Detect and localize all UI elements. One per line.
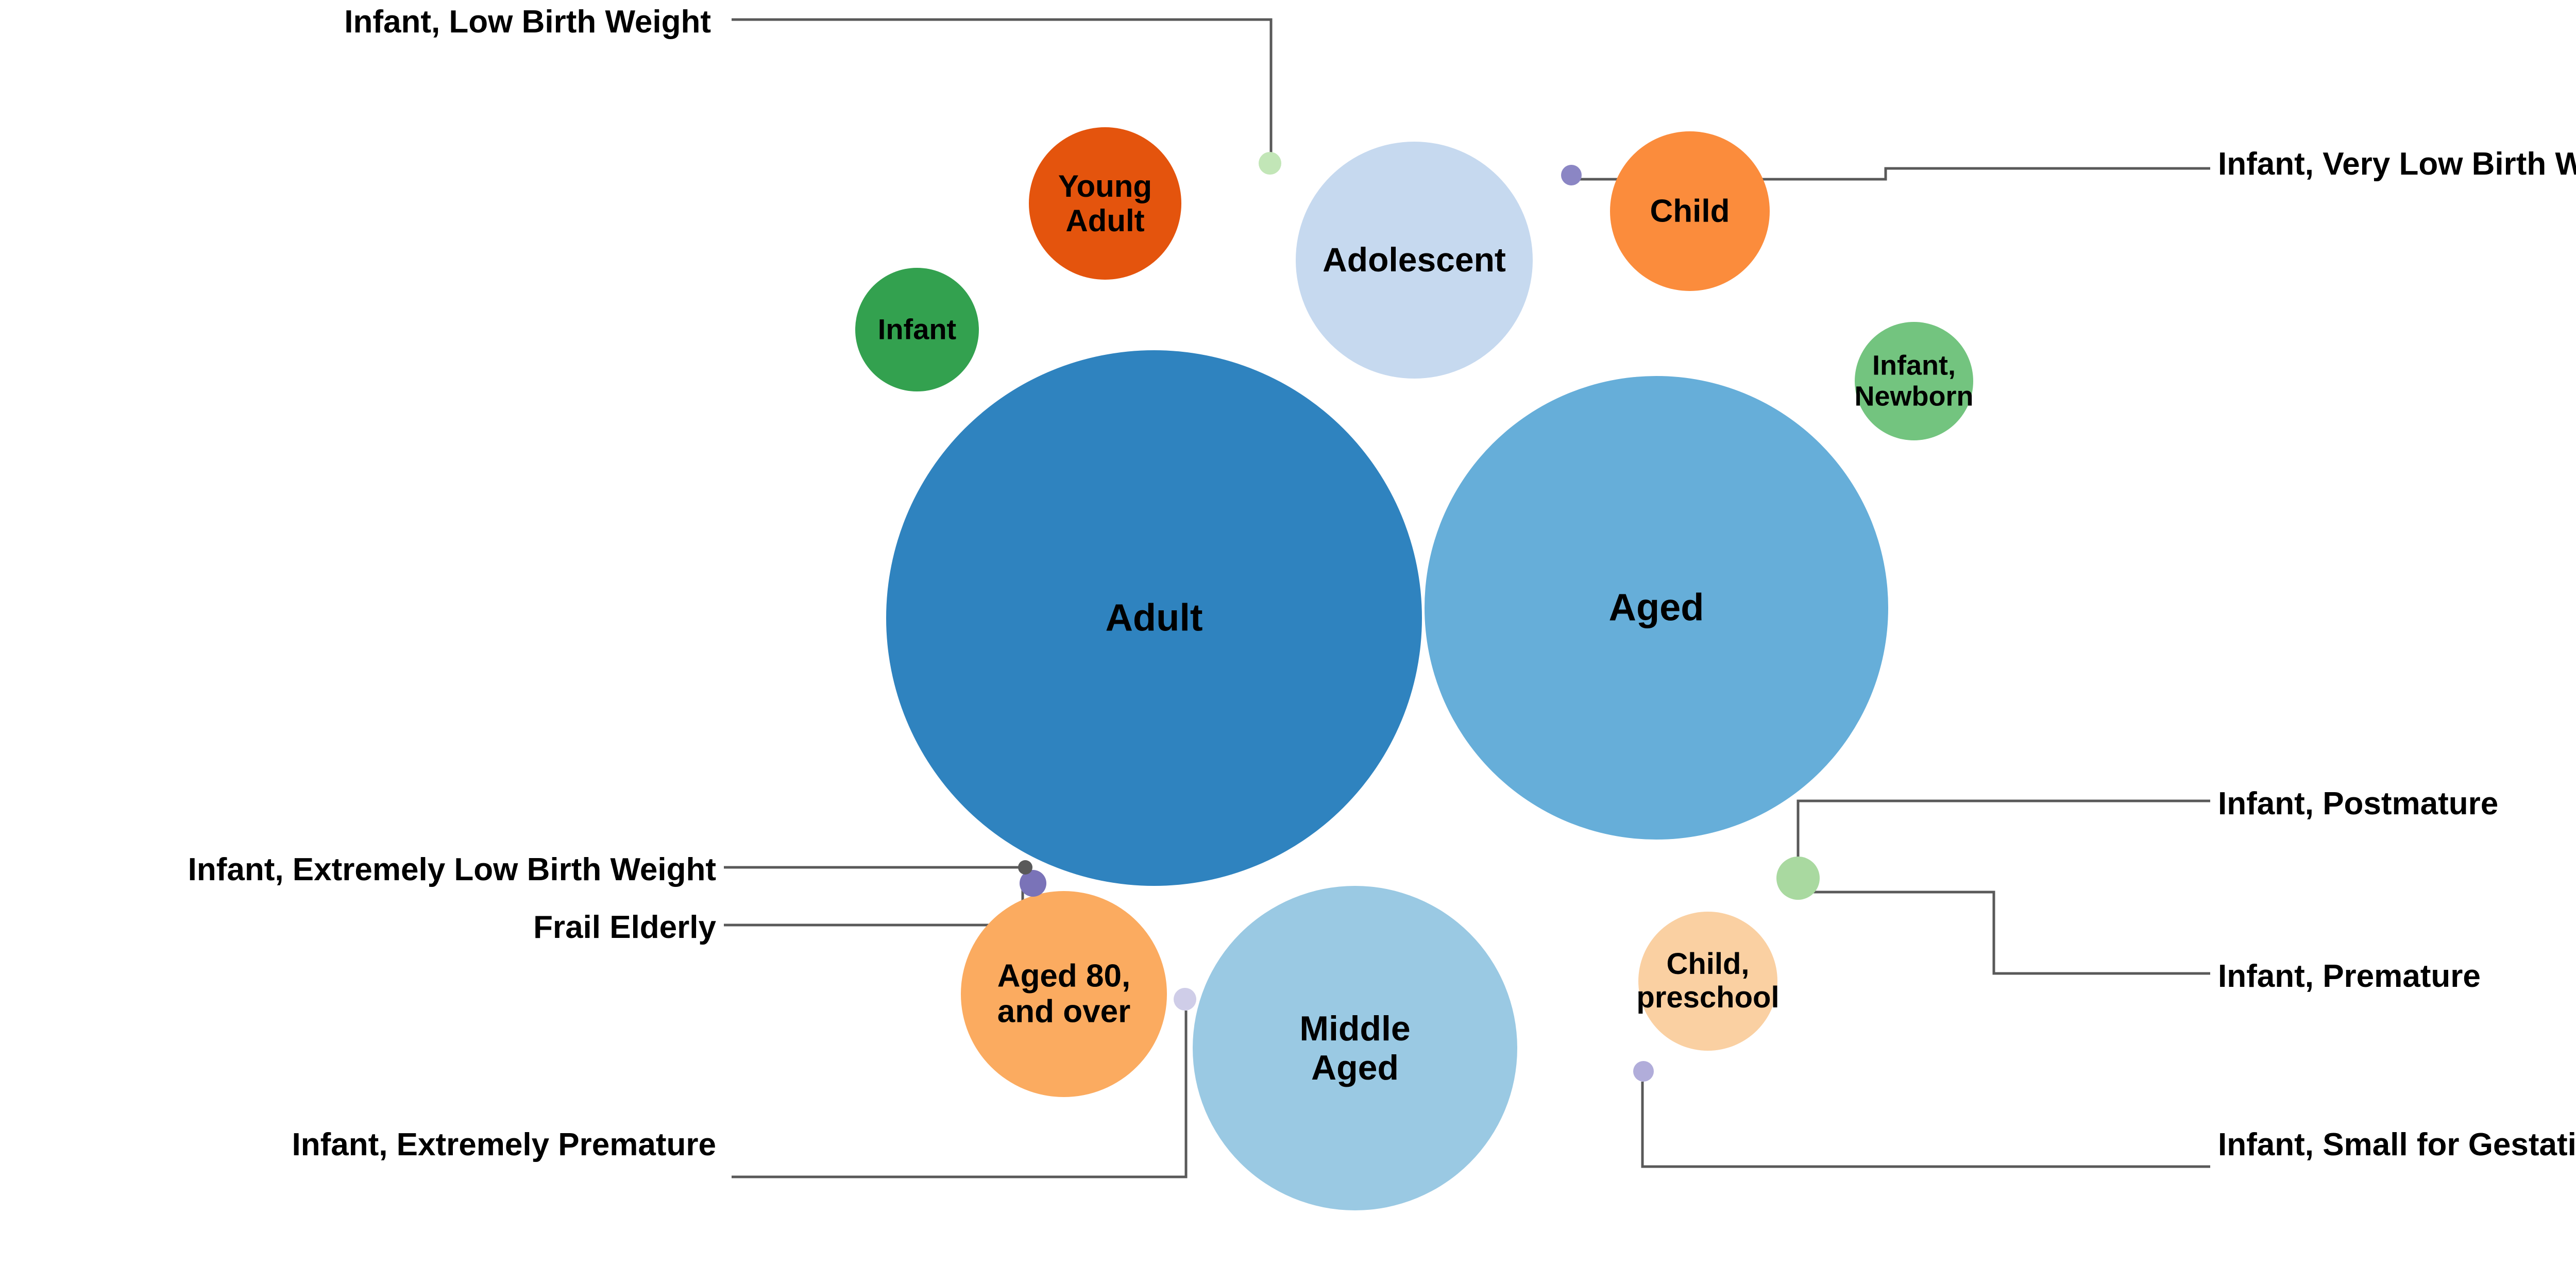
- bubble-adult[interactable]: [886, 350, 1422, 886]
- bubble-young-adult[interactable]: [1029, 127, 1181, 280]
- callout-label-infant-very-low-birth-weight[interactable]: Infant, Very Low Birth Weight: [2218, 146, 2576, 182]
- bubble-infant-very-low-birth-weight[interactable]: [1561, 165, 1582, 185]
- callout-line-infant-small-for-gestational-age: [1641, 1082, 2210, 1168]
- callout-line-infant-premature: [1792, 891, 2210, 975]
- bubble-frail-elderly[interactable]: [1174, 988, 1196, 1011]
- callout-label-infant-postmature[interactable]: Infant, Postmature: [2218, 786, 2499, 822]
- callout-label-infant-small-for-gestational-age[interactable]: Infant, Small for Gestational Age: [2218, 1127, 2576, 1162]
- callout-label-infant-extremely-premature[interactable]: Infant, Extremely Premature: [292, 1127, 716, 1162]
- bubble-infant-postmature-premature[interactable]: [1776, 857, 1820, 900]
- callout-anchor-dots: [1018, 860, 1032, 875]
- callout-label-infant-extremely-low-birth-weight[interactable]: Infant, Extremely Low Birth Weight: [188, 852, 716, 887]
- callout-label-infant-premature[interactable]: Infant, Premature: [2218, 959, 2481, 994]
- bubble-aged-80[interactable]: [961, 891, 1167, 1097]
- callout-line-frail-elderly: [724, 887, 1024, 927]
- bubble-infant-elbw[interactable]: [1020, 870, 1046, 897]
- bubble-infant-low-birth-weight[interactable]: [1259, 152, 1281, 175]
- bubble-circles: [855, 127, 1973, 1210]
- bubble-aged[interactable]: [1425, 376, 1888, 840]
- bubble-infant[interactable]: [855, 268, 979, 391]
- callout-line-infant-extremely-premature: [732, 1011, 1188, 1178]
- bubble-infant-newborn[interactable]: [1855, 322, 1973, 440]
- callout-label-infant-low-birth-weight[interactable]: Infant, Low Birth Weight: [344, 4, 711, 40]
- callout-dot-infant-extremely-low-birth-weight: [1018, 860, 1032, 875]
- bubble-infant-sga[interactable]: [1633, 1061, 1654, 1082]
- bubble-child[interactable]: [1610, 131, 1770, 291]
- bubble-adolescent[interactable]: [1296, 142, 1533, 379]
- callout-line-infant-postmature: [1797, 799, 2210, 865]
- callout-label-frail-elderly[interactable]: Frail Elderly: [533, 910, 716, 945]
- bubble-child-preschool[interactable]: [1638, 912, 1777, 1051]
- callout-line-infant-low-birth-weight: [732, 18, 1273, 155]
- bubble-middle-aged[interactable]: [1193, 886, 1517, 1210]
